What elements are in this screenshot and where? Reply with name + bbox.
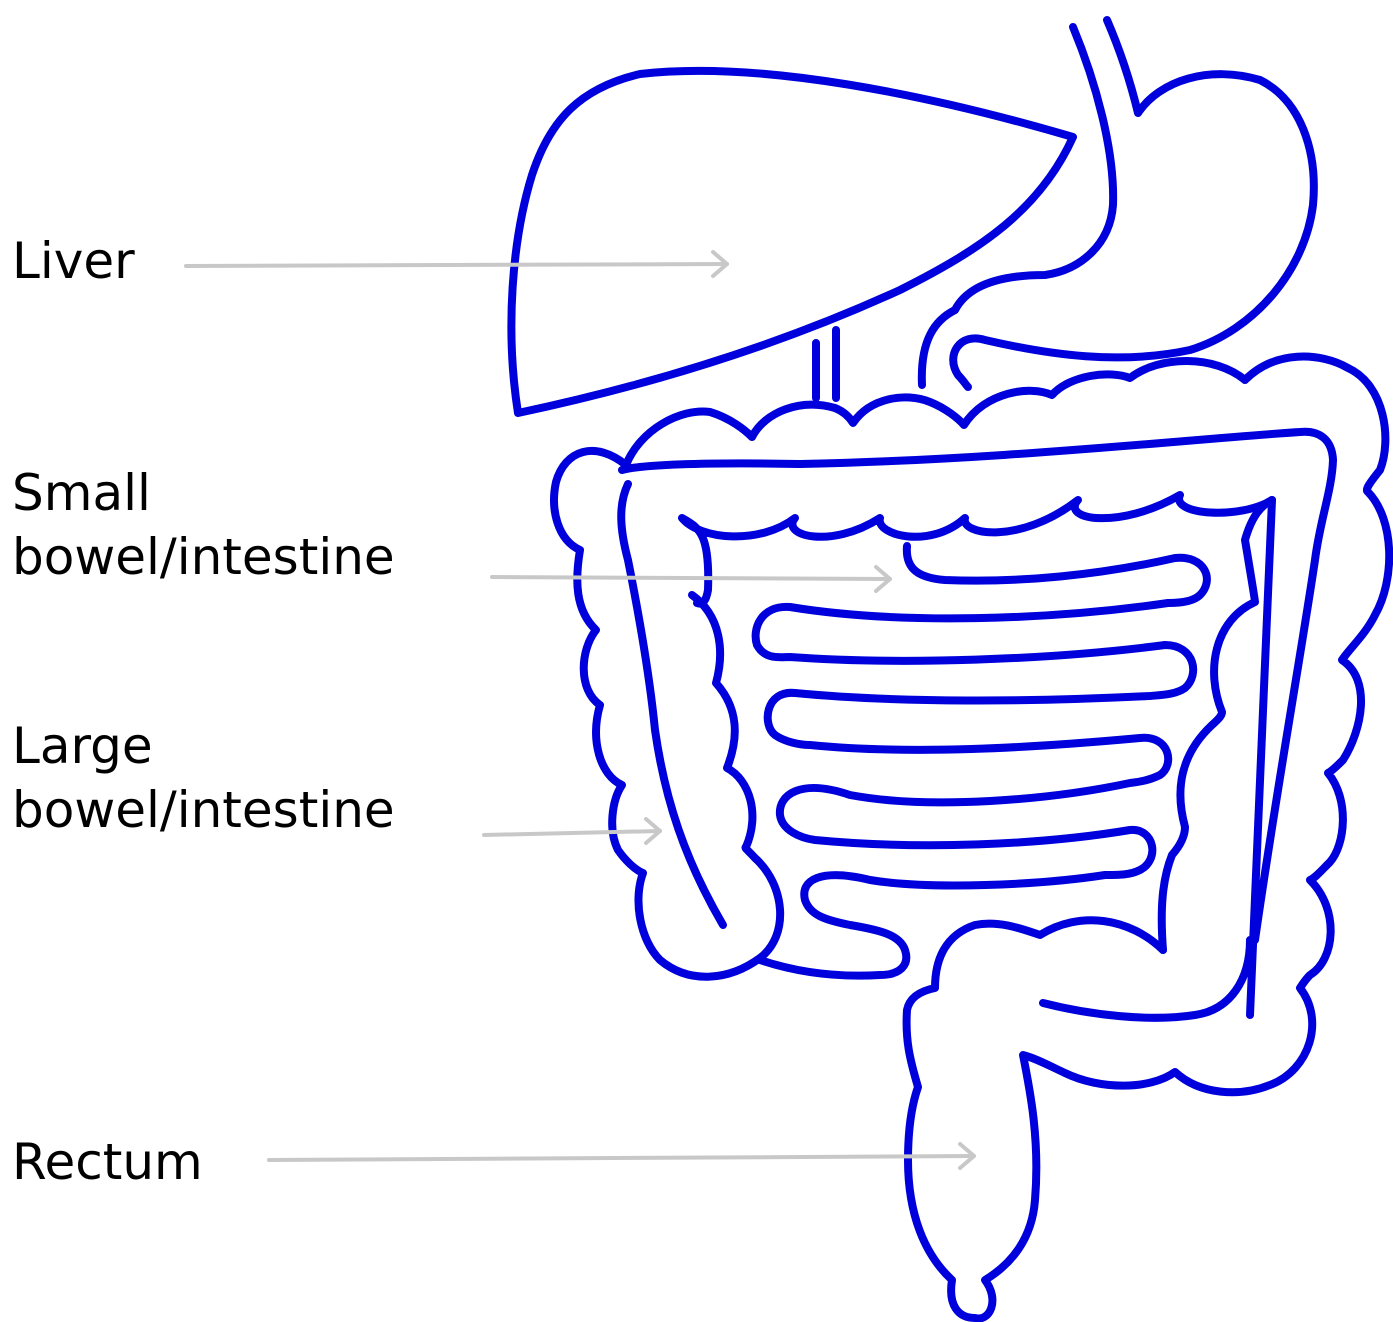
- small-bowel-label: Small bowel/intestine: [12, 461, 395, 589]
- ascending-colon-outer: [554, 451, 780, 977]
- liver-pointer-arrow: [186, 252, 727, 276]
- stomach-outline: [922, 20, 1314, 387]
- small-bowel-label-line2: bowel/intestine: [12, 525, 395, 589]
- rectum-label-text: Rectum: [12, 1130, 203, 1194]
- small-bowel-loops: [682, 495, 1272, 976]
- rectum-label: Rectum: [12, 1130, 203, 1194]
- bile-duct: [816, 330, 836, 398]
- transverse-colon-inner: [622, 432, 1333, 1018]
- large-bowel-pointer-arrow: [484, 819, 660, 843]
- small-bowel-pointer-arrow: [492, 567, 890, 591]
- liver-outline: [511, 71, 1073, 413]
- rectum-pointer-arrow: [269, 1144, 974, 1168]
- liver-label: Liver: [12, 229, 135, 293]
- large-bowel-label: Large bowel/intestine: [12, 714, 395, 842]
- large-bowel-label-line1: Large: [12, 714, 395, 778]
- small-bowel-label-line1: Small: [12, 461, 395, 525]
- large-bowel-label-line2: bowel/intestine: [12, 778, 395, 842]
- liver-label-text: Liver: [12, 229, 135, 293]
